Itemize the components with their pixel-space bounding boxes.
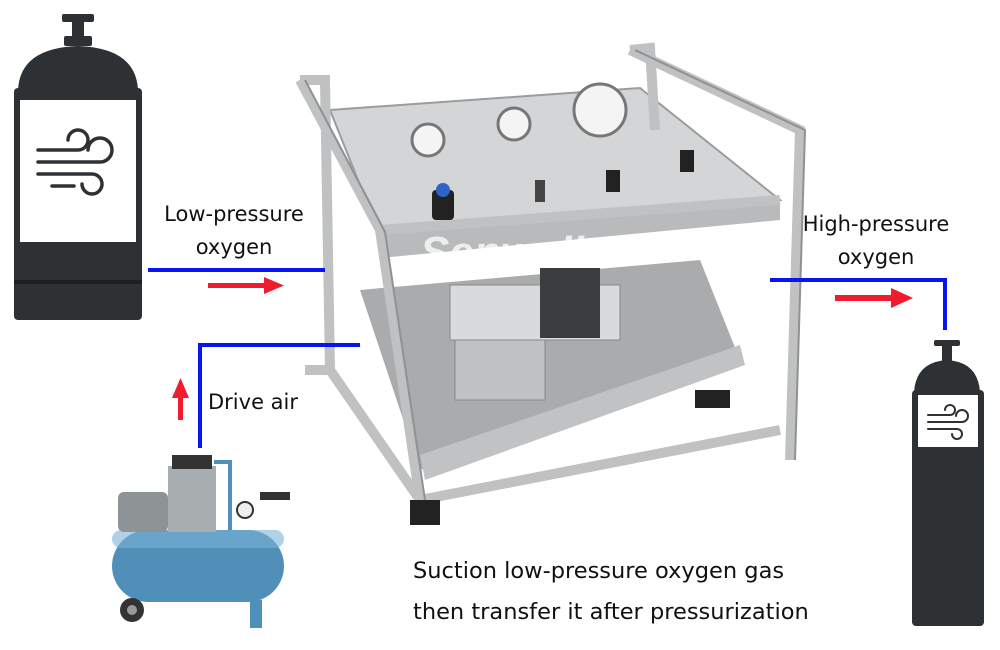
drive-air-label: Drive air [208,390,298,414]
label-line: oxygen [195,235,273,259]
gas-booster-machine [295,42,807,525]
wind-icon [36,128,114,196]
caption-line-1: Suction low-pressure oxygen gas [413,558,785,584]
label-line: oxygen [837,245,915,269]
label-line: High-pressure [802,212,950,236]
caption-line-2: then transfer it after pressurization [413,599,809,625]
wind-icon [927,404,969,440]
air-compressor [112,455,290,628]
low-pressure-label: Low-pressure oxygen [150,198,318,264]
high-pressure-pipe [770,278,947,330]
watermark: Senwell [420,228,584,277]
pressure-gauge [410,82,628,158]
arrow-up-icon [172,378,189,420]
low-pressure-cylinder-icon [14,14,142,320]
high-pressure-label: High-pressure oxygen [790,208,962,274]
arrow-right-icon [208,277,284,294]
high-pressure-cylinder-icon [912,340,984,626]
drive-air-pipe [198,343,360,448]
arrow-right-icon [835,288,913,308]
label-line: Low-pressure [164,202,304,226]
pipes [148,268,947,448]
